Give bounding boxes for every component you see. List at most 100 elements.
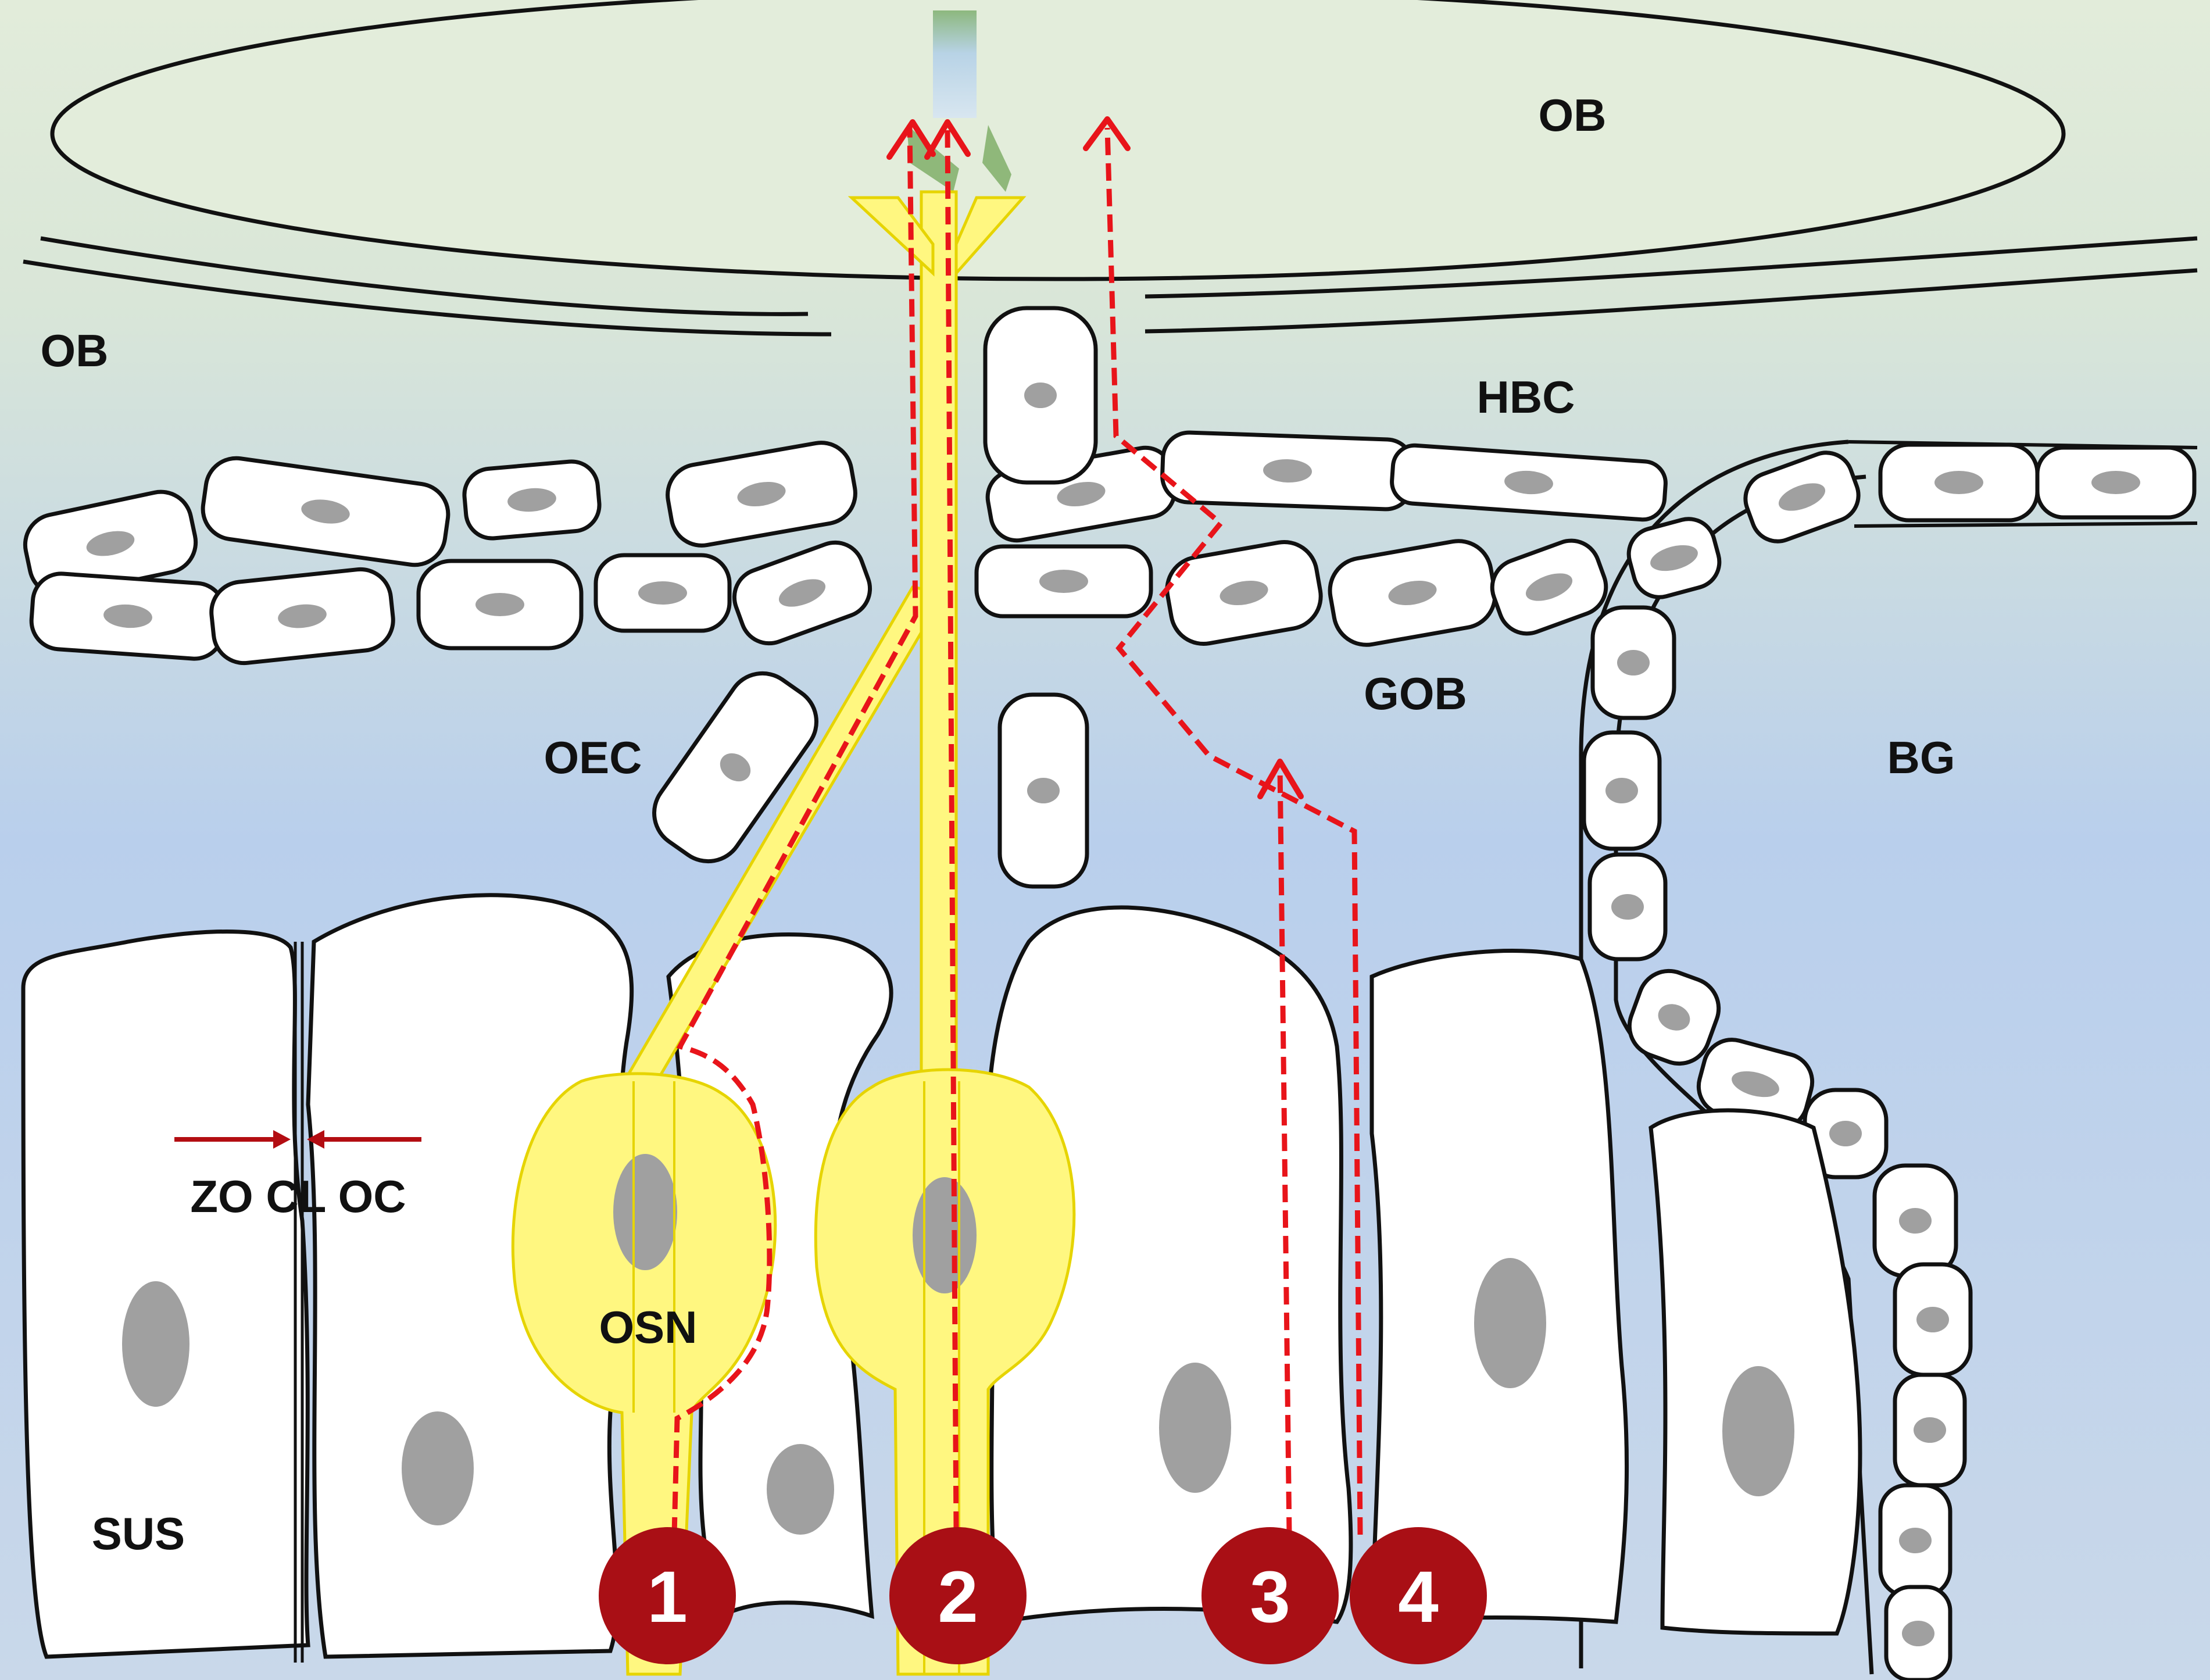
pathway-arrowheads xyxy=(886,116,1304,799)
cell-nucleus xyxy=(86,531,135,556)
cell-nucleus xyxy=(737,481,786,507)
cell-nucleus xyxy=(1829,1121,1862,1146)
cell-6 xyxy=(1160,430,1415,512)
cell-nucleus xyxy=(1263,459,1312,483)
cell-nucleus xyxy=(1525,573,1573,601)
pathway-1-line xyxy=(671,127,918,1535)
pathway-number-1: 1 xyxy=(647,1557,688,1638)
pathway-4-line xyxy=(1104,127,1363,1535)
cell-1 xyxy=(23,489,198,598)
cell-nucleus xyxy=(507,488,556,512)
cell-nucleus xyxy=(1220,580,1268,606)
pathway-badge-4: 4 xyxy=(1350,1527,1487,1664)
cell-8 xyxy=(29,571,227,661)
cell-18 xyxy=(997,692,1089,889)
cell-19 xyxy=(652,671,818,864)
cell-nucleus xyxy=(638,581,687,605)
pathway-3-line xyxy=(1277,767,1292,1535)
label-ob-top: OB xyxy=(1539,90,1607,141)
cell-nucleus xyxy=(1611,894,1644,920)
cell-16 xyxy=(1490,538,1608,636)
osn-body-1 xyxy=(511,1072,777,1676)
cell-23 xyxy=(1626,517,1722,599)
pathway-badge-1: 1 xyxy=(599,1527,736,1664)
label-bg: BG xyxy=(1887,732,1955,783)
label-gob: GOB xyxy=(1364,668,1467,719)
cell-nucleus xyxy=(103,604,152,628)
cell-9 xyxy=(209,567,395,666)
cell-layer xyxy=(23,306,2197,1680)
dashed-arrow-up-icon xyxy=(1083,116,1131,151)
cell-20 xyxy=(1878,442,2040,523)
cell-nucleus xyxy=(1027,778,1060,803)
glomerulus xyxy=(907,125,1011,192)
junction-arrows xyxy=(174,942,421,1663)
cell-34 xyxy=(1884,1585,1952,1680)
cell-nucleus xyxy=(1617,650,1650,675)
cell-11 xyxy=(593,553,732,633)
cell-nucleus xyxy=(475,593,524,616)
cell-2 xyxy=(201,456,450,567)
cell-7 xyxy=(1390,443,1668,522)
cell-32 xyxy=(1893,1372,1967,1488)
sustentacular-nuclei xyxy=(122,1258,1794,1535)
cell-24 xyxy=(1590,605,1676,720)
pathway-badges: 1 2 3 4 xyxy=(599,1527,1487,1664)
cell-nucleus xyxy=(1732,1071,1779,1098)
pathway-badge-2: 2 xyxy=(889,1527,1027,1664)
osn-body-2 xyxy=(814,1068,1076,1676)
cell-30 xyxy=(1872,1163,1958,1278)
cell-4 xyxy=(666,441,857,548)
cell-33 xyxy=(1878,1483,1952,1598)
cell-10 xyxy=(416,559,584,650)
cell-nucleus xyxy=(301,499,350,524)
label-osn: OSN xyxy=(599,1302,697,1353)
cell-nucleus xyxy=(1899,1208,1932,1234)
cell-26 xyxy=(1587,852,1668,961)
cell-27 xyxy=(1627,968,1721,1066)
cell-nucleus xyxy=(1650,545,1698,571)
cell-22 xyxy=(1743,451,1861,544)
cell-21 xyxy=(2035,445,2197,520)
label-junction: ZO CL OC xyxy=(190,1171,406,1222)
cell-29 xyxy=(1803,1088,1889,1179)
lamina-lines xyxy=(23,236,2198,337)
pathway-number-2: 2 xyxy=(938,1557,978,1638)
cell-nucleus xyxy=(1778,483,1826,511)
cell-15 xyxy=(1328,539,1497,647)
pathway-number-3: 3 xyxy=(1250,1557,1290,1638)
cell-nucleus xyxy=(1914,1417,1946,1443)
pathway-number-4: 4 xyxy=(1398,1557,1439,1638)
cell-nucleus xyxy=(1916,1307,1949,1332)
dashed-arrow-up-icon xyxy=(1257,759,1304,799)
cell-nucleus xyxy=(778,579,826,607)
label-ob-left: OB xyxy=(41,325,109,376)
cell-nucleus xyxy=(1057,481,1106,507)
converging-arrows-icon xyxy=(273,1130,291,1149)
cell-nucleus xyxy=(1605,778,1638,803)
label-sus: SUS xyxy=(92,1508,185,1559)
cell-3 xyxy=(462,459,602,541)
dashed-arrow-up-icon xyxy=(886,119,936,160)
cell-nucleus xyxy=(2091,471,2140,494)
cell-nucleus xyxy=(1934,471,1983,494)
pathway-badge-3: 3 xyxy=(1201,1527,1339,1664)
cell-14 xyxy=(1165,539,1323,646)
cell-25 xyxy=(1582,730,1662,851)
cell-nucleus xyxy=(1899,1528,1932,1553)
olfactory-bulb xyxy=(51,0,2065,281)
cell-nucleus xyxy=(278,604,327,628)
pathway-2-line xyxy=(945,127,959,1529)
cell-nucleus xyxy=(1902,1621,1934,1646)
bulb-entry-channel xyxy=(933,10,977,118)
cell-nucleus xyxy=(1388,580,1437,606)
label-hbc: HBC xyxy=(1477,371,1575,423)
cell-nucleus xyxy=(1024,383,1057,408)
cell-12 xyxy=(732,540,872,646)
cell-nucleus xyxy=(1658,1004,1690,1031)
cell-28 xyxy=(1696,1038,1815,1131)
cell-nucleus xyxy=(720,753,751,782)
dashed-arrow-up-icon xyxy=(924,119,971,160)
cell-13 xyxy=(974,544,1153,619)
